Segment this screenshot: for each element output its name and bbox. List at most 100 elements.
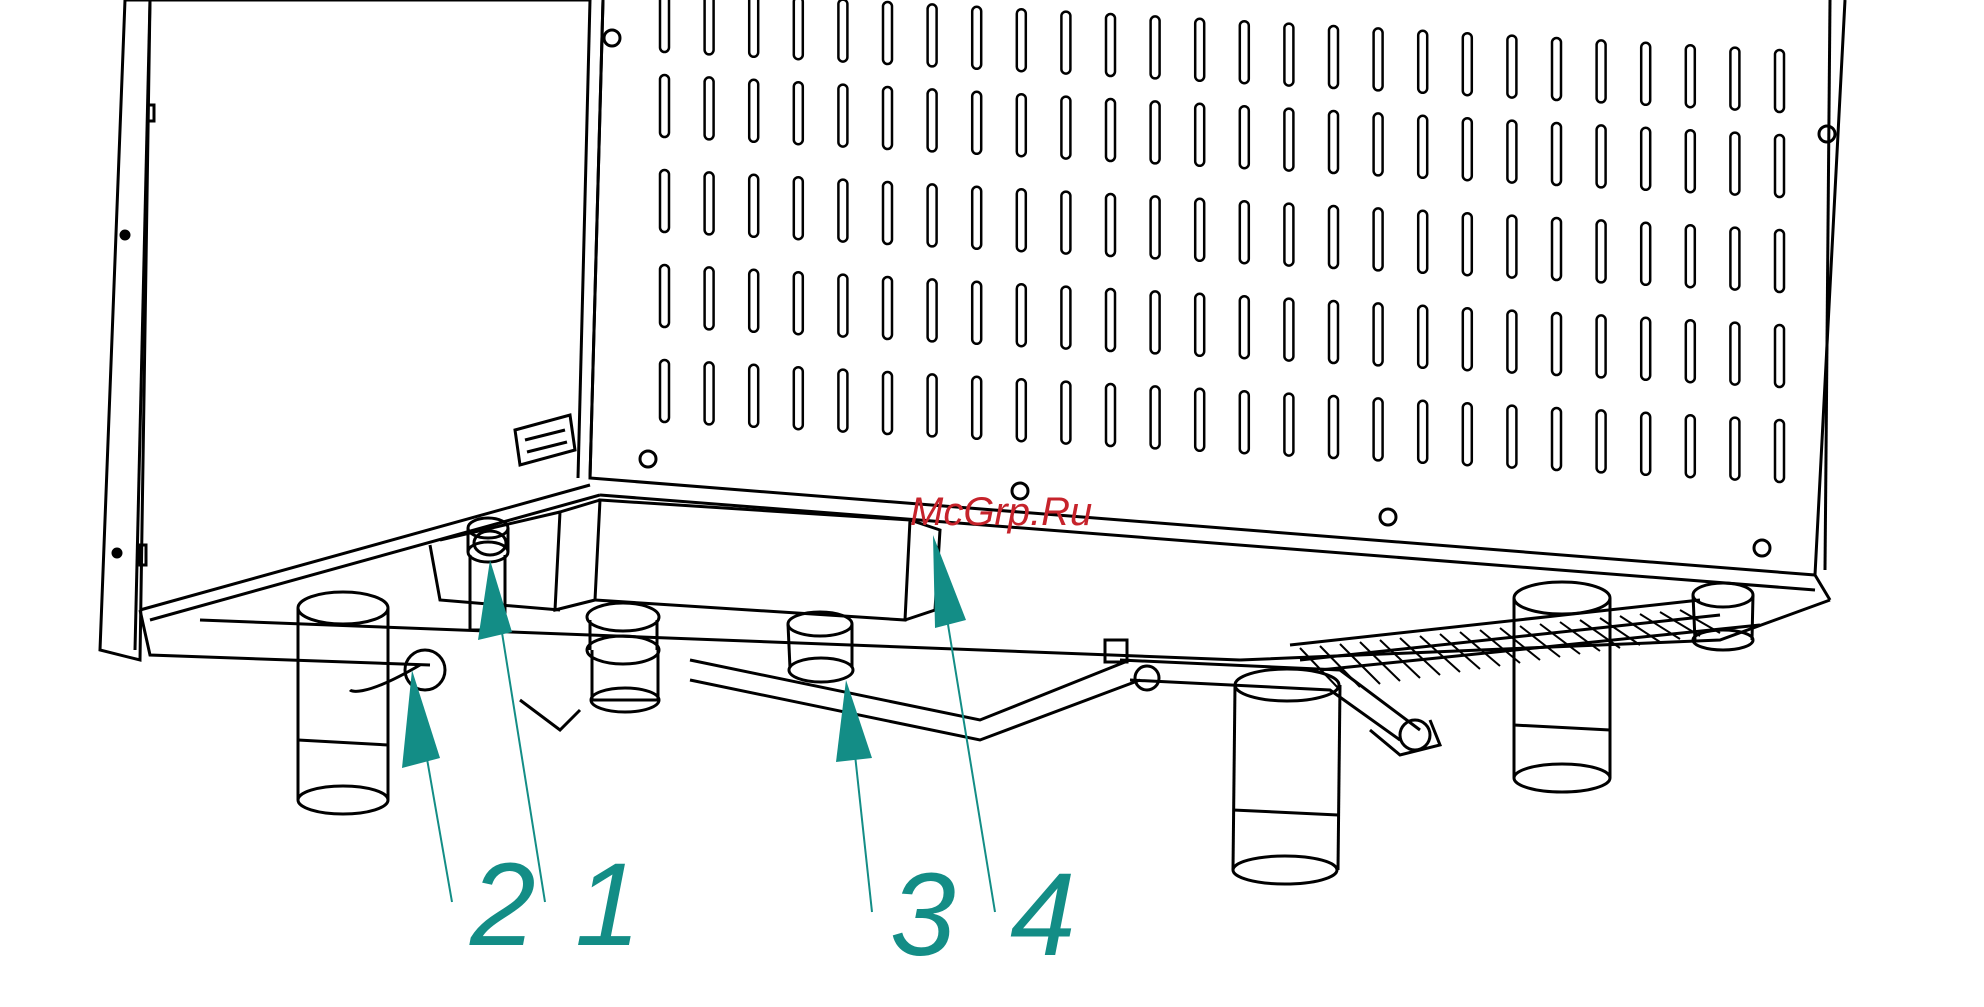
ventilation-slot [703, 171, 715, 236]
callout-label-3: 3 [890, 849, 956, 981]
ventilation-slot [1149, 195, 1161, 260]
grille-bar [1459, 631, 1501, 667]
ventilation-slot [1461, 116, 1474, 182]
ventilation-slot [1149, 290, 1161, 355]
ventilation-slot [1461, 211, 1474, 277]
ventilation-slot [658, 358, 671, 424]
grille-bar [1439, 633, 1481, 670]
ventilation-slot [792, 175, 805, 241]
grille-bar [1419, 635, 1461, 673]
ventilation-slot [1060, 380, 1072, 445]
rear-corner-post [576, 0, 622, 479]
ventilation-slot [1238, 104, 1251, 170]
ventilation-slot [1416, 114, 1429, 180]
ventilation-slot [881, 275, 894, 341]
ventilation-slot [881, 180, 894, 246]
ventilation-slot [1238, 389, 1251, 455]
callout-label-2: 2 [469, 839, 536, 971]
ventilation-slot [1193, 102, 1206, 168]
ventilation-slot [747, 0, 760, 59]
left-side-panel [98, 0, 590, 662]
label-plate [513, 413, 577, 467]
ventilation-slot [747, 268, 760, 334]
ventilation-slot [1104, 192, 1117, 258]
ventilation-slot [1372, 302, 1384, 367]
ventilation-slot [1372, 112, 1384, 177]
ventilation-slot [1283, 392, 1295, 457]
ventilation-slot [1595, 409, 1607, 474]
ventilation-slot [837, 368, 849, 433]
ventilation-slot [1595, 39, 1607, 104]
ventilation-slot [1238, 294, 1251, 360]
ventilation-slot [1729, 226, 1741, 291]
ventilation-slot [658, 73, 671, 139]
ventilation-slot [792, 365, 805, 431]
ventilation-slot [1639, 316, 1652, 382]
ventilation-slot [1729, 131, 1741, 196]
ventilation-slot [926, 278, 938, 343]
heater-grille [1299, 609, 1721, 691]
ventilation-slot [1416, 399, 1429, 465]
ventilation-slot [926, 88, 938, 153]
ventilation-slot [1773, 48, 1786, 114]
grille-bar [1339, 643, 1381, 685]
ventilation-slot [1639, 411, 1652, 477]
grille-bar [1539, 623, 1581, 655]
ventilation-slot [1639, 221, 1652, 287]
ventilation-slot [1684, 318, 1697, 384]
ventilation-slot [658, 263, 671, 329]
ventilation-slot [1327, 299, 1340, 365]
ventilation-slot [792, 80, 805, 146]
ventilation-slot [1283, 22, 1295, 87]
ventilation-slot [1550, 216, 1563, 282]
base-frame [138, 483, 1832, 672]
ventilation-slot [1372, 397, 1384, 462]
ventilation-slot [1283, 297, 1295, 362]
ventilation-slot [1104, 287, 1117, 353]
ventilation-slot [1015, 92, 1028, 158]
drain-coupling [585, 601, 661, 714]
ventilation-slot [1550, 311, 1563, 377]
grille-bar [1579, 619, 1621, 649]
ventilation-slot [1104, 12, 1117, 78]
ventilation-slot [1506, 309, 1518, 374]
grille-bar [1639, 613, 1681, 640]
grille-bar [1399, 637, 1441, 676]
ventilation-slot [658, 168, 671, 234]
ventilation-slot [1595, 314, 1607, 379]
pressure-switch [466, 516, 510, 564]
ventilation-slot [1461, 31, 1474, 97]
foot-front-left [296, 590, 390, 816]
foot-rear-right [1512, 580, 1612, 794]
ventilation-slot [1595, 124, 1607, 189]
ventilation-slot [1193, 387, 1206, 453]
callout-label-4: 4 [1010, 849, 1076, 981]
ventilation-slot [1506, 404, 1518, 469]
ventilation-slot [703, 0, 715, 56]
ventilation-slot [1550, 406, 1563, 472]
ventilation-slot [881, 0, 894, 66]
ventilation-slot [1550, 36, 1563, 102]
ventilation-slot [792, 0, 805, 61]
ventilation-slot [1060, 10, 1072, 75]
ventilation-slot [1327, 24, 1340, 90]
ventilation-slot [1060, 190, 1072, 255]
ventilation-slot [792, 270, 805, 336]
ventilation-slot [1015, 377, 1028, 443]
ventilation-slot [747, 78, 760, 144]
ventilation-slot [703, 76, 715, 141]
ventilation-slot [970, 375, 983, 441]
grille-bar [1499, 627, 1541, 661]
ventilation-slot [1684, 128, 1697, 194]
ventilation-slot [926, 3, 938, 68]
ventilation-slot [1193, 292, 1206, 358]
ventilation-slot [1149, 100, 1161, 165]
ventilation-slot [1104, 97, 1117, 163]
grille-bar [1599, 617, 1641, 646]
ventilation-slot [1060, 285, 1072, 350]
grille-bar [1619, 615, 1661, 643]
ventilation-slot [837, 178, 849, 243]
ventilation-slot [1149, 385, 1161, 450]
ventilation-slot [1773, 228, 1786, 294]
arrowhead-3 [836, 680, 872, 762]
